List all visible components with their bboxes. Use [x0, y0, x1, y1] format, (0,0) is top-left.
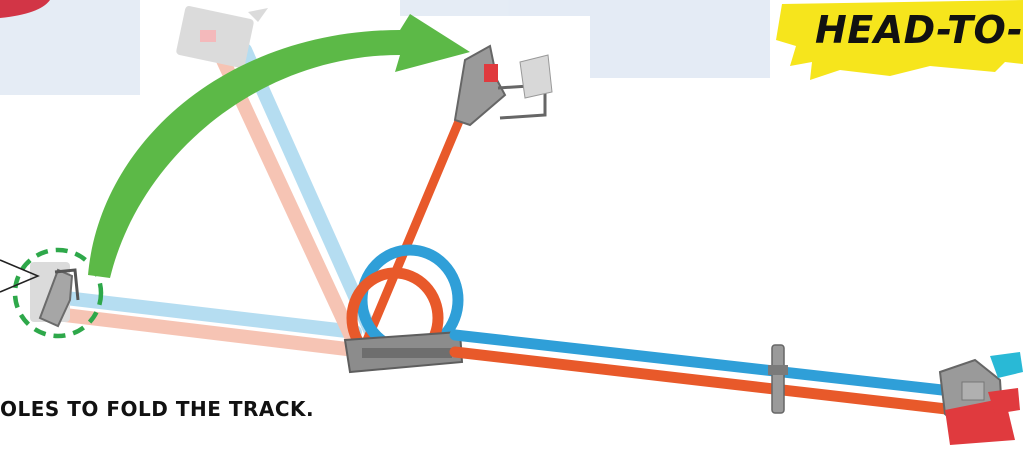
main-tracks: [455, 335, 960, 410]
finish-gate: [940, 352, 1023, 445]
track-clamp: [768, 345, 788, 413]
header-badge-text: HEAD-TO-H: [815, 8, 1023, 52]
instruction-text: OLES TO FOLD THE TRACK.: [0, 397, 314, 421]
center-junction: [345, 332, 462, 372]
